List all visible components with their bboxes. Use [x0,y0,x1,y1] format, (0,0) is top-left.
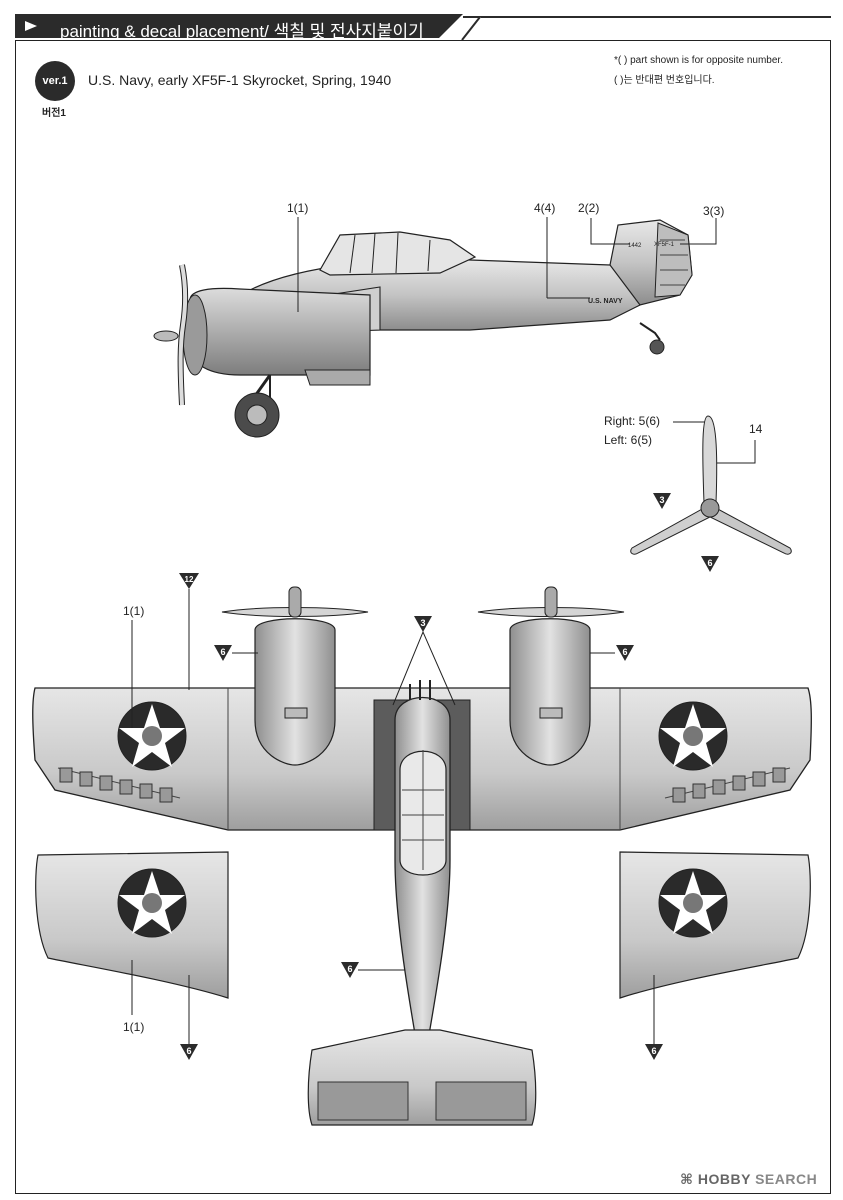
color-marker-3-prop: 3 [653,493,671,509]
color-marker-3-canopy: 3 [414,616,432,632]
page-title: painting & decal placement/ 색칠 및 전사지붙이기 [60,22,424,41]
color-marker-6-left-engine: 6 [214,645,232,661]
color-marker-6-right-engine: 6 [616,645,634,661]
svg-text:6: 6 [186,1046,191,1056]
side-label-1: 1(1) [287,201,309,215]
svg-text:12: 12 [185,575,194,584]
color-marker-12: 12 [179,573,199,589]
color-marker-6-prop: 6 [701,556,719,572]
watermark-brand: HOBBY [697,1171,751,1187]
svg-text:6: 6 [347,964,352,974]
roundel-lower-left [117,868,187,938]
color-marker-6-fuselage: 6 [341,962,359,978]
svg-text:6: 6 [651,1046,656,1056]
page-frame [15,40,831,1194]
color-marker-6-left-underwing: 6 [180,1044,198,1060]
opposite-note-en: *( ) part shown is for opposite number. [614,55,783,66]
plan-label-1-upper: 1(1) [123,604,145,618]
propeller-right-label: Right: 5(6) [604,414,661,428]
version-badge-sub: 버전1 [42,108,66,119]
watermark-brand-2: SEARCH [755,1171,818,1187]
side-label-4: 4(4) [534,201,556,215]
opposite-note-kr: ( )는 반대편 번호입니다. [614,75,715,86]
version-title: U.S. Navy, early XF5F-1 Skyrocket, Sprin… [88,72,392,88]
roundel-upper-left [117,701,187,771]
propeller-detail [630,415,792,555]
watermark: ⌘ HOBBY SEARCH [680,1171,817,1188]
color-marker-6-right-underwing: 6 [645,1044,663,1060]
watermark-logo-icon: ⌘ [680,1171,694,1187]
propeller-part-label: 14 [749,422,763,436]
svg-text:3: 3 [659,495,664,505]
fuselage-marking: U.S. NAVY [588,298,623,305]
roundel-lower-right [658,868,728,938]
svg-text:6: 6 [707,558,712,568]
propeller-left-label: Left: 6(5) [604,433,653,447]
side-label-2: 2(2) [578,201,600,215]
version-badge: ver.1 [35,61,75,101]
tail-marking: XF5F-1 [654,242,675,248]
side-view-illustration: 1442 XF5F-1 U.S. NAVY [153,219,693,438]
tail-number: 1442 [628,243,642,249]
svg-text:6: 6 [220,647,225,657]
header-tab [15,14,831,41]
side-label-3: 3(3) [703,204,725,218]
svg-text:3: 3 [420,618,425,628]
plan-label-1-lower: 1(1) [123,1020,145,1034]
roundel-upper-right [658,701,728,771]
svg-text:6: 6 [622,647,627,657]
